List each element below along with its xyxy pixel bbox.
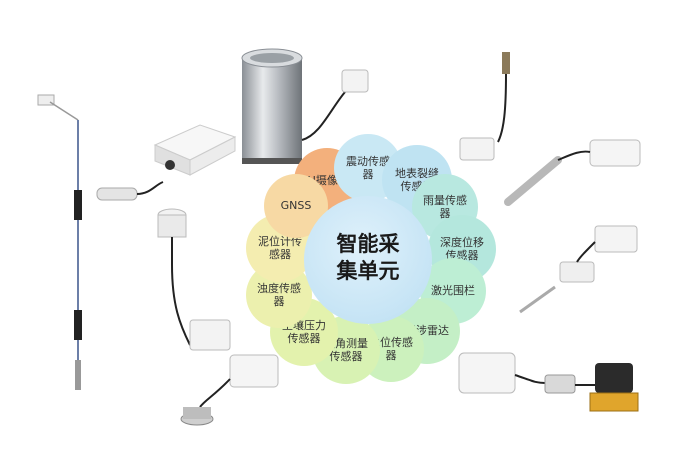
ultrasonic-sensor-device [157,208,231,351]
bubble-label: 震动传感器 [346,154,390,181]
bubble-label: 激光围栏 [431,284,475,298]
center-circle [304,196,432,324]
bubble-label: GNSS [280,199,312,213]
bubble-label: 水位传感器 [369,335,413,362]
radar-device [458,352,639,412]
water-level-device [180,354,279,426]
bubble-label: 泥位计传感器 [258,234,302,261]
bubble-label: 浊度传感器 [257,281,301,308]
bubble-label: 雨量传感器 [423,193,467,220]
bubble-mud-level: 泥位计传感器 [246,214,314,282]
rain-gauge-device [241,48,369,164]
string-sensor-device [37,94,82,390]
vibration-sensor-device [459,52,510,161]
collector-box-device [153,124,237,176]
center-title-line2: 集单元 [336,259,400,283]
center-title-line1: 智能采 [336,231,400,256]
crack-sensor-device [519,225,638,314]
center-title: 智能采 集单元 [312,218,424,298]
inclinometer-device [504,139,641,206]
probe-sensor-device [96,181,164,201]
